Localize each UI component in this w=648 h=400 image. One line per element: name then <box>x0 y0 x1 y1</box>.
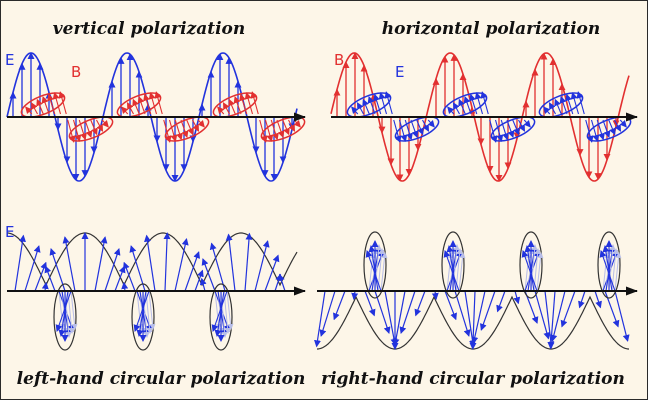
horizontal-e-field-label: E <box>395 65 404 80</box>
hidden-field-vector <box>615 253 619 291</box>
orthogonal-field-vector <box>603 120 609 137</box>
orthogonal-field-vector <box>358 103 364 114</box>
hidden-field-vector <box>381 253 385 291</box>
orthogonal-field-vector <box>266 120 272 141</box>
field-vector <box>354 291 355 299</box>
orthogonal-field-vector <box>187 120 193 134</box>
orthogonal-field-vector <box>620 120 626 127</box>
vertical-b-field-label: B <box>71 65 81 80</box>
orthogonal-field-vector <box>428 120 434 127</box>
left-circular-polarization-wave <box>7 233 305 350</box>
field-vector <box>57 291 71 331</box>
orthogonal-field-vector <box>102 120 108 127</box>
field-vector <box>535 291 548 339</box>
orthogonal-field-vector <box>277 120 283 137</box>
orthogonal-field-vector <box>247 93 253 114</box>
vertical-e-field-label: E <box>5 53 14 68</box>
field-vector <box>334 291 345 319</box>
field-vector <box>65 237 75 291</box>
horizontal-polarization-wave <box>331 53 637 181</box>
field-vector <box>95 237 105 291</box>
field-vector <box>435 291 436 299</box>
orthogonal-field-vector <box>411 120 417 137</box>
hidden-field-vector <box>71 291 75 329</box>
field-vector <box>317 291 325 346</box>
field-vector <box>367 251 381 291</box>
orthogonal-field-vector <box>229 100 235 114</box>
orthogonal-field-vector <box>122 107 128 114</box>
orthogonal-field-vector <box>477 93 483 114</box>
field-vector <box>135 291 149 331</box>
orthogonal-field-vector <box>43 97 49 114</box>
vertical-polarization-wave <box>7 53 308 181</box>
field-vector <box>385 291 395 345</box>
helix-envelope <box>7 233 297 285</box>
right-circular-polarization-wave <box>317 232 637 349</box>
field-vector <box>545 291 552 347</box>
field-vector <box>455 291 469 336</box>
horizontal-polarization-title: horizontal polarization <box>382 19 601 39</box>
orthogonal-field-vector <box>85 120 91 137</box>
field-vector <box>416 291 425 315</box>
orthogonal-field-vector <box>592 120 598 141</box>
hidden-field-vector <box>227 291 231 329</box>
orthogonal-field-vector <box>513 120 519 134</box>
field-vector <box>523 251 537 291</box>
orthogonal-field-vector <box>151 93 157 114</box>
field-vector <box>445 291 456 319</box>
field-vector <box>265 255 278 291</box>
field-vector <box>601 251 615 291</box>
hidden-field-vector <box>459 253 463 291</box>
field-vector <box>213 291 227 331</box>
right-hand-circular-title: right-hand circular polarization <box>321 369 625 389</box>
field-vector <box>321 291 335 336</box>
field-vector <box>445 251 459 291</box>
orthogonal-field-vector <box>198 120 204 127</box>
field-vector <box>165 233 167 291</box>
orthogonal-field-vector <box>32 103 38 114</box>
orthogonal-field-vector <box>139 97 145 114</box>
field-vector <box>147 236 155 291</box>
field-vector <box>615 291 628 341</box>
field-vector <box>395 291 405 345</box>
field-vector <box>595 291 600 307</box>
left-hand-circular-title: left-hand circular polarization <box>17 369 306 389</box>
orthogonal-field-vector <box>218 107 224 114</box>
orthogonal-field-vector <box>609 120 615 134</box>
orthogonal-field-vector <box>55 93 61 114</box>
field-vector <box>15 236 23 291</box>
hidden-field-vector <box>537 253 541 291</box>
orthogonal-field-vector <box>555 100 561 114</box>
field-vector <box>498 291 505 311</box>
orthogonal-field-vector <box>381 93 387 114</box>
orthogonal-field-vector <box>448 107 454 114</box>
orthogonal-field-vector <box>459 100 465 114</box>
left-circular-e-field-label: E <box>5 225 14 240</box>
field-vector <box>465 291 473 346</box>
horizontal-b-field-label: B <box>334 53 344 68</box>
field-vector <box>515 291 518 303</box>
field-vector <box>401 291 415 333</box>
field-vector <box>25 246 39 291</box>
field-vector <box>228 235 235 291</box>
field-vector <box>245 234 249 291</box>
field-vector <box>580 291 585 307</box>
vertical-polarization-title: vertical polarization <box>53 19 246 39</box>
orthogonal-field-vector <box>524 120 530 127</box>
orthogonal-field-vector <box>294 120 300 127</box>
field-vector <box>203 259 215 291</box>
orthogonal-field-vector <box>573 93 579 114</box>
hidden-field-vector <box>149 291 153 329</box>
